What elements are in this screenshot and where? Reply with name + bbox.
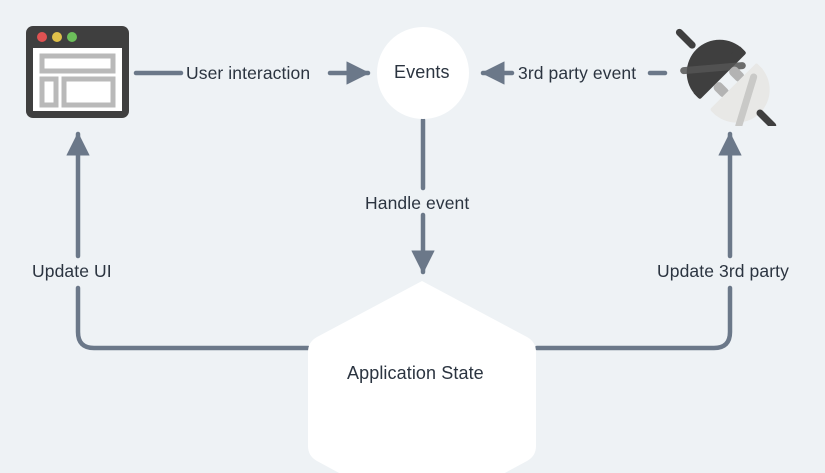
edge-label-handle-event: Handle event <box>365 193 470 213</box>
node-label-events: Events <box>394 62 450 82</box>
unplugged-plug-icon-svg <box>675 28 777 130</box>
edge-label-third-party-event: 3rd party event <box>518 63 637 83</box>
node-label-application-state: Application State <box>347 363 484 383</box>
window-maximize-dot <box>67 32 77 42</box>
socket-cord <box>675 28 696 49</box>
edge-label-update-third-party: Update 3rd party <box>657 261 789 281</box>
node-application-state[interactable] <box>308 281 536 473</box>
window-close-dot <box>37 32 47 42</box>
edge-update-third-party <box>534 131 742 351</box>
browser-header-bar <box>39 53 116 74</box>
node-events[interactable] <box>377 27 469 119</box>
browser-window-icon[interactable] <box>24 24 131 120</box>
browser-sidebar-panel <box>39 76 59 108</box>
plug-cord <box>756 109 777 130</box>
window-minimize-dot <box>52 32 62 42</box>
edge-label-user-interaction: User interaction <box>186 63 311 83</box>
plug-highlight <box>735 73 758 130</box>
plug-pin-left <box>713 82 729 98</box>
browser-content-panel <box>61 76 116 108</box>
edge-label-update-ui: Update UI <box>32 261 112 281</box>
unplugged-plug-icon[interactable] <box>662 18 777 130</box>
plug-pin-right <box>729 66 745 82</box>
browser-window-icon-svg <box>26 26 129 118</box>
edge-update-ui <box>66 131 311 351</box>
socket-highlight <box>680 62 746 75</box>
